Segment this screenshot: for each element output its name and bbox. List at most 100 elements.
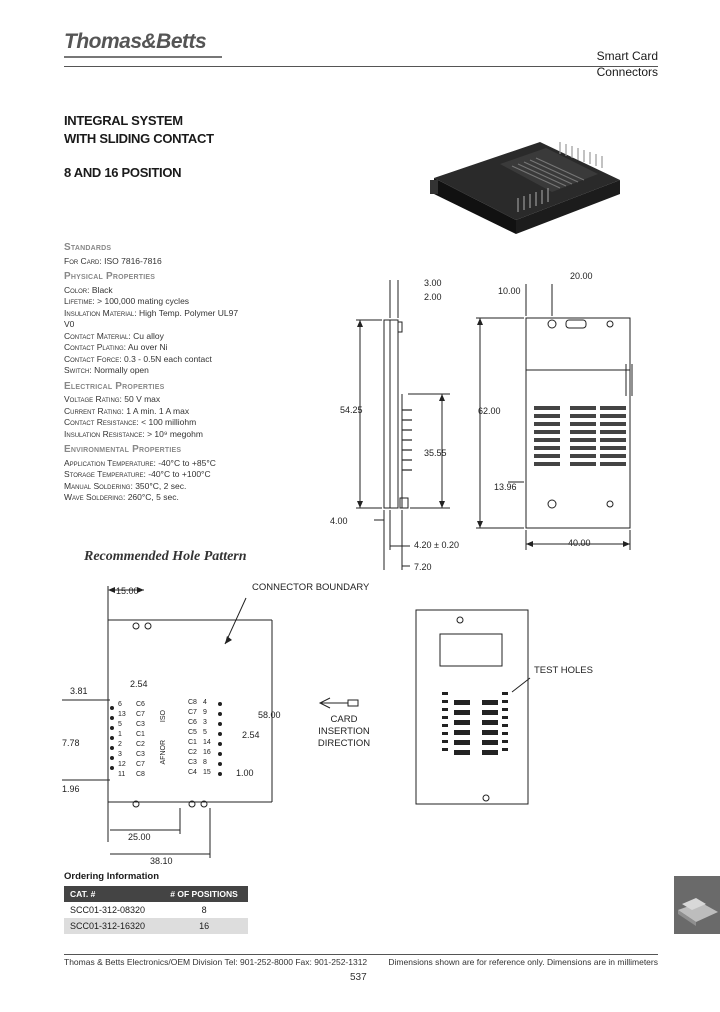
- contact-label: C7: [188, 709, 197, 716]
- contact-label: C3: [136, 721, 145, 728]
- spec-key: Current Rating:: [64, 405, 124, 416]
- card-outline-drawing: [415, 609, 531, 805]
- card-insertion-line-2: DIRECTION: [317, 738, 371, 749]
- category-line-1: Smart Card: [596, 49, 658, 63]
- contact-label: C3: [188, 759, 197, 766]
- environmental-heading: Environmental Properties: [64, 444, 182, 455]
- physical-section: Physical Properties Color: Black Lifetim…: [64, 271, 274, 377]
- spec-key: Contact Force:: [64, 353, 122, 364]
- brand-logo: Thomas&Betts: [64, 30, 207, 53]
- contact-label: C2: [188, 749, 197, 756]
- dim-label: 3.81: [70, 686, 88, 696]
- spec-line: Storage Temperature: -40°C to +100°C: [64, 469, 274, 481]
- pin-number: 3: [203, 719, 207, 726]
- spec-value: ISO 7816-7816: [104, 255, 162, 266]
- dim-label: 62.00: [478, 406, 501, 416]
- dim-label: 38.10: [150, 856, 173, 866]
- table-header-row: CAT. # # OF POSITIONS: [64, 886, 248, 902]
- contact-label: C3: [136, 751, 145, 758]
- spec-key: Contact Resistance:: [64, 417, 139, 427]
- contact-label: C1: [136, 731, 145, 738]
- contact-label: C6: [188, 719, 197, 726]
- hole-pattern-title: Recommended Hole Pattern: [84, 549, 247, 564]
- footer-disclaimer: Dimensions shown are for reference only.…: [388, 957, 658, 967]
- dim-label: 2.54: [130, 679, 148, 689]
- product-subtitle: 8 AND 16 POSITION: [64, 165, 182, 180]
- pin-number: 13: [118, 711, 126, 718]
- category-line-2: Connectors: [596, 65, 658, 79]
- pin-number: 2: [118, 741, 122, 748]
- page-number: 537: [350, 972, 367, 983]
- dim-label: 2.00: [424, 292, 442, 302]
- standards-section: Standards For Card: ISO 7816-7816: [64, 242, 274, 267]
- spec-line: Wave Soldering: 260°C, 5 sec.: [64, 492, 274, 504]
- spec-value: > 100,000 mating cycles: [97, 296, 190, 306]
- contact-label: C4: [188, 769, 197, 776]
- spec-line: Current Rating: 1 A min. 1 A max: [64, 406, 274, 418]
- contact-label: C7: [136, 711, 145, 718]
- spec-value: 0.3 - 0.5N each contact: [123, 353, 212, 364]
- title-line-2: WITH SLIDING CONTACT: [64, 131, 214, 146]
- environmental-section: Environmental Properties Application Tem…: [64, 444, 274, 504]
- left-pin-numbers: 6 13 5 1 2 3 12 11: [118, 700, 128, 780]
- pin-number: 5: [203, 729, 207, 736]
- spec-line: Contact Resistance: < 100 milliohm: [64, 417, 274, 429]
- footer-rule: [64, 954, 658, 955]
- dim-label: 58.00: [258, 710, 281, 720]
- spec-value: 260°C, 5 sec.: [127, 492, 179, 502]
- product-thumbnail: [674, 876, 720, 934]
- spec-key: Contact Plating:: [64, 342, 126, 352]
- electrical-section: Electrical Properties Voltage Rating: 50…: [64, 381, 274, 441]
- contact-label: C5: [188, 729, 197, 736]
- card-insertion-arrow-icon: [318, 697, 359, 709]
- pin-number: 1: [118, 731, 122, 738]
- spec-key: Application Temperature:: [64, 457, 156, 468]
- card-insertion-label: CARD INSERTION DIRECTION: [308, 714, 380, 750]
- cat-number-cell: SCC01-312-16320: [64, 918, 161, 934]
- connector-boundary-label: CONNECTOR BOUNDARY: [252, 582, 370, 593]
- spec-value: 350°C, 2 sec.: [135, 480, 187, 491]
- spec-value: Black: [91, 284, 113, 295]
- spec-key: Insulation Material:: [64, 307, 137, 318]
- logo-underline: [64, 56, 222, 58]
- dim-label: 35.55: [424, 448, 447, 458]
- specifications: Standards For Card: ISO 7816-7816 Physic…: [64, 242, 274, 508]
- spec-line: Contact Plating: Au over Ni: [64, 342, 274, 354]
- spec-line: Lifetime: > 100,000 mating cycles: [64, 296, 274, 308]
- electrical-heading: Electrical Properties: [64, 380, 165, 392]
- spec-line: Voltage Rating: 50 V max: [64, 394, 274, 406]
- positions-cell: 8: [201, 905, 207, 915]
- dim-label: 54.25: [340, 405, 363, 415]
- pin-number: 14: [203, 739, 211, 746]
- spec-line: Application Temperature: -40°C to +85°C: [64, 458, 274, 470]
- spec-key: Color:: [64, 284, 90, 295]
- ordering-title: Ordering Information: [64, 871, 159, 882]
- spec-value: 1 A min. 1 A max: [126, 405, 190, 416]
- contact-label: C6: [136, 701, 145, 708]
- spec-key: For Card:: [64, 255, 102, 266]
- cat-number-cell: SCC01-312-08320: [70, 905, 146, 915]
- spec-value: Normally open: [94, 365, 149, 375]
- dim-label: 7.78: [62, 738, 80, 748]
- top-view-drawing: [476, 284, 633, 550]
- hole-pattern-drawing: [62, 586, 273, 858]
- pin-number: 8: [203, 759, 207, 766]
- pin-number: 3: [118, 751, 122, 758]
- pin-number: 11: [118, 771, 126, 778]
- pin-number: 6: [118, 701, 122, 708]
- spec-line: V0: [64, 319, 274, 331]
- dim-label: 40.00: [568, 538, 591, 548]
- dim-label: 3.00: [424, 278, 442, 288]
- header-rule: [64, 66, 658, 67]
- spec-key: Insulation Resistance:: [64, 428, 145, 439]
- spec-value: -40°C to +85°C: [158, 457, 216, 468]
- physical-heading: Physical Properties: [64, 271, 156, 282]
- category-heading: Smart Card Connectors: [597, 48, 658, 80]
- spec-key: Contact Material:: [64, 330, 131, 341]
- dim-label: 1.96: [62, 784, 80, 794]
- spec-line: Contact Material: Cu alloy: [64, 331, 274, 343]
- dim-label: 4.20 ± 0.20: [414, 540, 459, 550]
- left-contact-labels: C6 C7 C3 C1 C2 C3 C7 C8: [136, 700, 145, 780]
- spec-line: Insulation Resistance: > 10⁹ megohm: [64, 429, 274, 441]
- contact-label: C2: [136, 741, 145, 748]
